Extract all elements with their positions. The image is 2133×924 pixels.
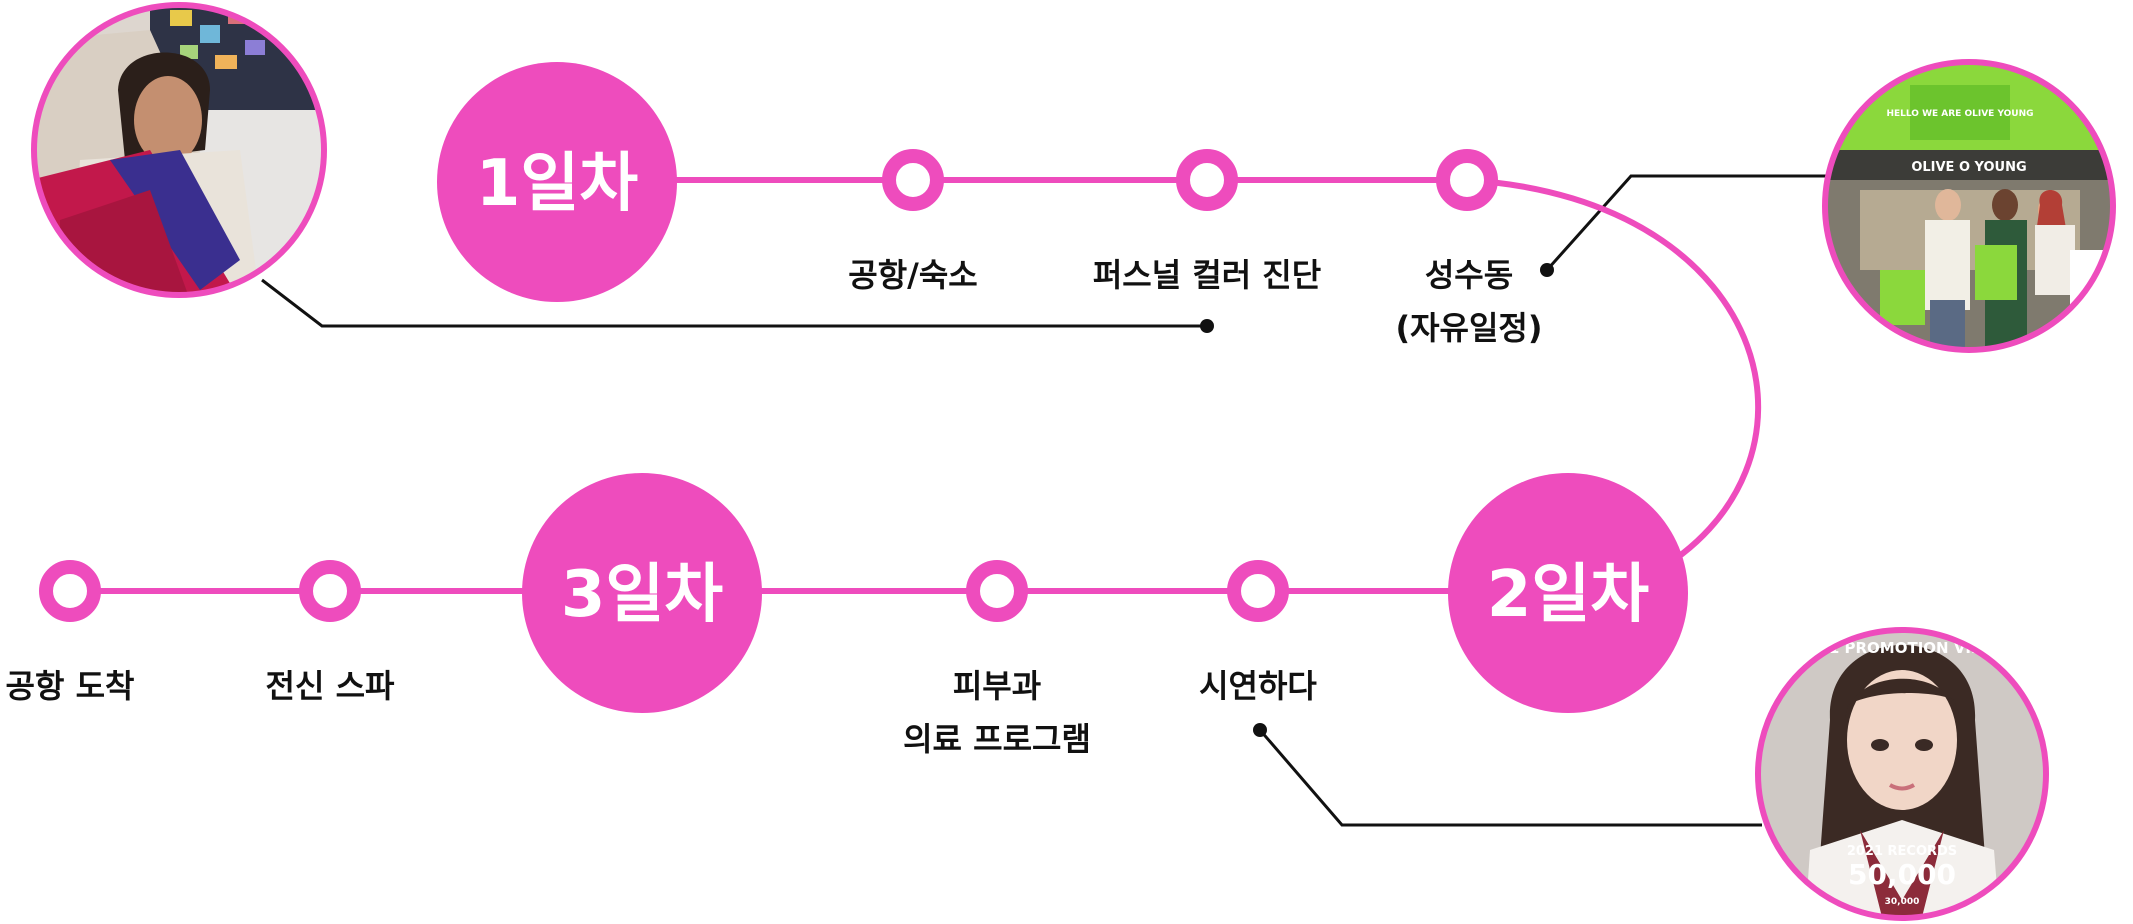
stop-label-seongsu-note: (자유일정) <box>1395 309 1542 347</box>
stop-marker-seongsu <box>1436 149 1498 211</box>
day-2-circle <box>1448 473 1688 713</box>
stop-label-spa: 전신 스파 <box>266 667 395 705</box>
stop-marker-siyeonhada <box>1227 560 1289 622</box>
day-3-label: 3일차 <box>561 558 723 632</box>
leader-dot-store <box>1540 263 1554 277</box>
stop-marker-spa <box>299 560 361 622</box>
stop-marker-personal-color <box>1176 149 1238 211</box>
stop-marker-dermatology <box>966 560 1028 622</box>
stop-label-seongsu: 성수동 <box>1425 256 1513 294</box>
promo-top-text: 2021 PROMOTION VIDEO <box>1798 639 2007 657</box>
leader-dot-color-analysis <box>1200 319 1214 333</box>
store-banner-text: HELLO WE ARE OLIVE YOUNG <box>1886 109 2033 119</box>
stop-label-siyeonhada: 시연하다 <box>1199 667 1317 705</box>
stop-markers <box>39 149 1498 622</box>
stop-marker-airport-arrival <box>39 560 101 622</box>
promotion-video-photo: 2021 PROMOTION VIDEO 2021 RECORDS 50,000… <box>1755 627 2049 921</box>
leader-store <box>1545 174 1838 271</box>
olive-young-store-photo: HELLO WE ARE OLIVE YOUNG OLIVE O YOUNG <box>1822 59 2116 353</box>
promo-records-text: 2021 RECORDS <box>1847 844 1957 859</box>
route-curve <box>1466 177 1762 578</box>
day-2: 2일차 <box>1448 473 1688 713</box>
stop-label-airport-hotel: 공항/숙소 <box>848 256 977 294</box>
store-sign-text: OLIVE O YOUNG <box>1911 160 2026 175</box>
stop-label-airport-arrival: 공항 도착 <box>6 667 135 705</box>
day-3: 3일차 <box>522 473 762 713</box>
stop-marker-airport-hotel <box>882 149 944 211</box>
stop-label-dermatology-program: 의료 프로그램 <box>903 720 1091 758</box>
stop-label-dermatology: 피부과 <box>953 667 1041 705</box>
day-3-circle <box>522 473 762 713</box>
personal-color-photo <box>31 2 327 298</box>
stop-labels: 공항/숙소 퍼스널 컬러 진단 성수동 (자유일정) 시연하다 피부과 의료 프… <box>6 256 1543 758</box>
leader-promo <box>1258 729 1762 827</box>
stop-label-personal-color: 퍼스널 컬러 진단 <box>1093 256 1321 294</box>
promo-count-text: 50,000 <box>1848 858 1956 891</box>
day-1-label: 1일차 <box>476 147 638 221</box>
leader-color-analysis <box>261 278 1207 328</box>
day-1-circle <box>437 62 677 302</box>
day-1: 1일차 <box>437 62 677 302</box>
promo-sub-text: 30,000 <box>1885 897 1920 907</box>
day-2-label: 2일차 <box>1487 558 1649 632</box>
leader-lines <box>261 174 1838 827</box>
leader-dot-promo <box>1253 723 1267 737</box>
